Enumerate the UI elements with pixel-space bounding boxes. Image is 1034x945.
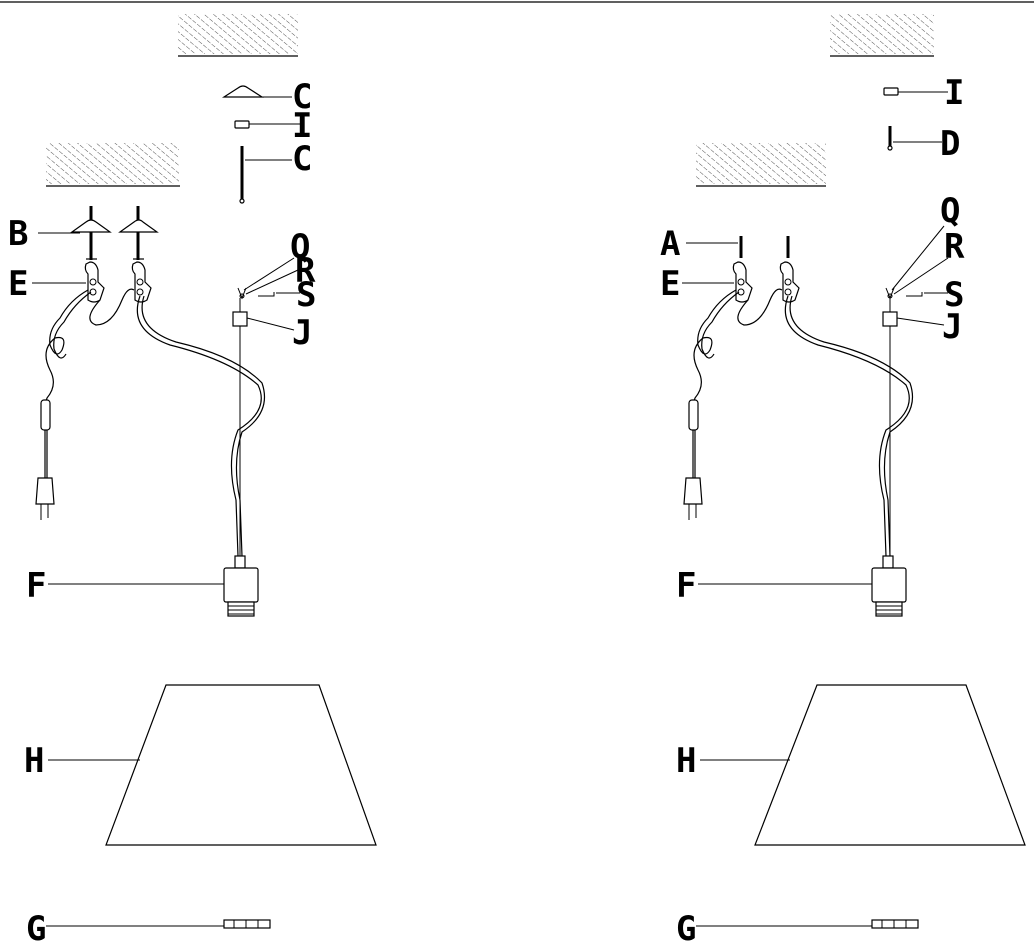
label-e-left: E bbox=[8, 264, 28, 304]
label-d-right: D bbox=[940, 124, 960, 164]
label-i-left: I bbox=[292, 106, 312, 146]
leader-r bbox=[245, 269, 299, 295]
label-g-right: G bbox=[676, 909, 696, 945]
label-f-left: F bbox=[26, 566, 46, 606]
swag-hook-e-left-right bbox=[732, 261, 753, 303]
left-assembly: C I C B E Q R S J F H G bbox=[8, 14, 377, 945]
part-c-bolt bbox=[239, 146, 292, 204]
lamp-shade-h-right bbox=[754, 684, 1026, 846]
label-f-right: F bbox=[676, 566, 696, 606]
toggle-anchor-b-left bbox=[70, 206, 112, 260]
label-q-left: Q bbox=[290, 227, 310, 267]
part-j-coupling-right bbox=[882, 311, 898, 327]
lamp-shade-h-left bbox=[105, 684, 377, 846]
leader-r-right bbox=[893, 257, 949, 295]
label-e-right: E bbox=[660, 264, 680, 304]
part-s-clip-right bbox=[906, 292, 923, 297]
label-i-right: I bbox=[944, 73, 964, 113]
swag-hook-e-right-right bbox=[779, 261, 800, 303]
leader-q bbox=[243, 257, 295, 291]
swag-hook-e-right bbox=[131, 261, 152, 303]
part-j-coupling-left bbox=[232, 311, 248, 327]
part-d-screw-right bbox=[887, 126, 942, 151]
socket-f-right bbox=[871, 555, 907, 617]
socket-f-left bbox=[223, 555, 259, 617]
label-h-left: H bbox=[24, 741, 44, 781]
wall-hatch-left bbox=[46, 143, 179, 184]
ceiling-hatch-right-top bbox=[830, 14, 934, 54]
power-cord-left bbox=[44, 289, 89, 405]
wall-hatch-right bbox=[696, 143, 826, 184]
label-a-right: A bbox=[660, 224, 680, 264]
leader-q-right bbox=[891, 225, 945, 291]
swag-wire-right bbox=[784, 295, 910, 557]
swag-wire-left bbox=[136, 295, 262, 557]
label-c-top-left: C bbox=[292, 77, 312, 117]
part-s-clip-left bbox=[258, 292, 275, 297]
loop-q-r-left bbox=[237, 287, 247, 300]
finial-g-right bbox=[871, 919, 919, 929]
part-i-cap bbox=[234, 120, 300, 129]
plug-left bbox=[35, 477, 55, 520]
right-assembly: I D Q A R E S J F H G bbox=[660, 14, 1026, 945]
label-c-bottom-left: C bbox=[292, 139, 312, 179]
label-s-left: S bbox=[296, 275, 316, 315]
label-j-right: J bbox=[942, 307, 962, 347]
label-q-right: Q bbox=[940, 191, 960, 231]
label-h-right: H bbox=[676, 741, 696, 781]
label-r-right: R bbox=[944, 227, 965, 267]
inline-switch-left bbox=[40, 399, 51, 431]
finial-g-left bbox=[223, 919, 271, 929]
label-r-left: R bbox=[295, 251, 316, 291]
part-c-toggle-wing bbox=[221, 85, 292, 98]
toggle-anchor-b-right bbox=[118, 206, 159, 260]
label-j-left: J bbox=[292, 313, 312, 353]
label-b-left: B bbox=[8, 214, 28, 254]
part-i-cap-right bbox=[883, 87, 948, 96]
swag-hook-e-left bbox=[84, 261, 105, 303]
ceiling-hatch-left-top bbox=[178, 14, 298, 54]
power-cord-left-2 bbox=[53, 291, 92, 359]
leader-j bbox=[246, 317, 295, 331]
inline-switch-right bbox=[688, 399, 699, 431]
plug-right bbox=[683, 477, 703, 520]
leader-j-right bbox=[896, 317, 945, 326]
label-g-left: G bbox=[26, 909, 46, 945]
power-cord-right bbox=[692, 289, 737, 405]
label-s-right: S bbox=[944, 275, 964, 315]
